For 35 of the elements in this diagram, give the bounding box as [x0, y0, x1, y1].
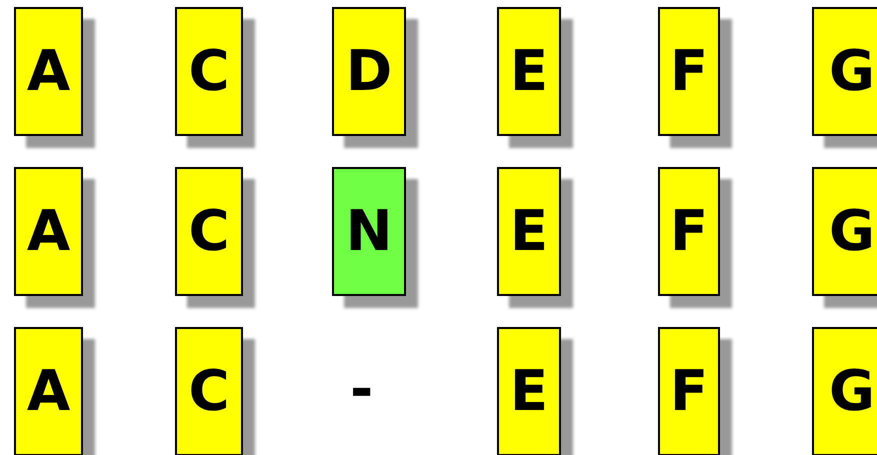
dash-text: - [350, 362, 374, 418]
letter: A [26, 364, 70, 420]
letter-box [332, 7, 406, 136]
letter-box [812, 167, 877, 296]
letter: F [670, 364, 708, 420]
letter-box [175, 327, 243, 455]
letter-box [812, 327, 877, 455]
letter-box [14, 7, 83, 136]
letter: G [829, 364, 875, 420]
letter-box [812, 7, 877, 136]
letter-box [175, 167, 243, 296]
letter-box [497, 167, 561, 296]
letter-box [658, 327, 720, 455]
letter: C [188, 44, 230, 100]
letter-box [332, 167, 406, 296]
letter-box [497, 327, 561, 455]
letter-box [14, 167, 83, 296]
letter: E [510, 364, 548, 420]
letter: D [346, 44, 392, 100]
letter-box [658, 7, 720, 136]
letter: A [26, 204, 70, 260]
letter: N [346, 204, 392, 260]
letter: A [26, 44, 70, 100]
letter: E [510, 204, 548, 260]
letter: F [670, 44, 708, 100]
letter: C [188, 204, 230, 260]
letter-box [497, 7, 561, 136]
letter: F [670, 204, 708, 260]
letter: G [829, 44, 875, 100]
letter-box [175, 7, 243, 136]
letter-box [14, 327, 83, 455]
letter-box [658, 167, 720, 296]
letter: G [829, 204, 875, 260]
letter: E [510, 44, 548, 100]
letter: C [188, 364, 230, 420]
